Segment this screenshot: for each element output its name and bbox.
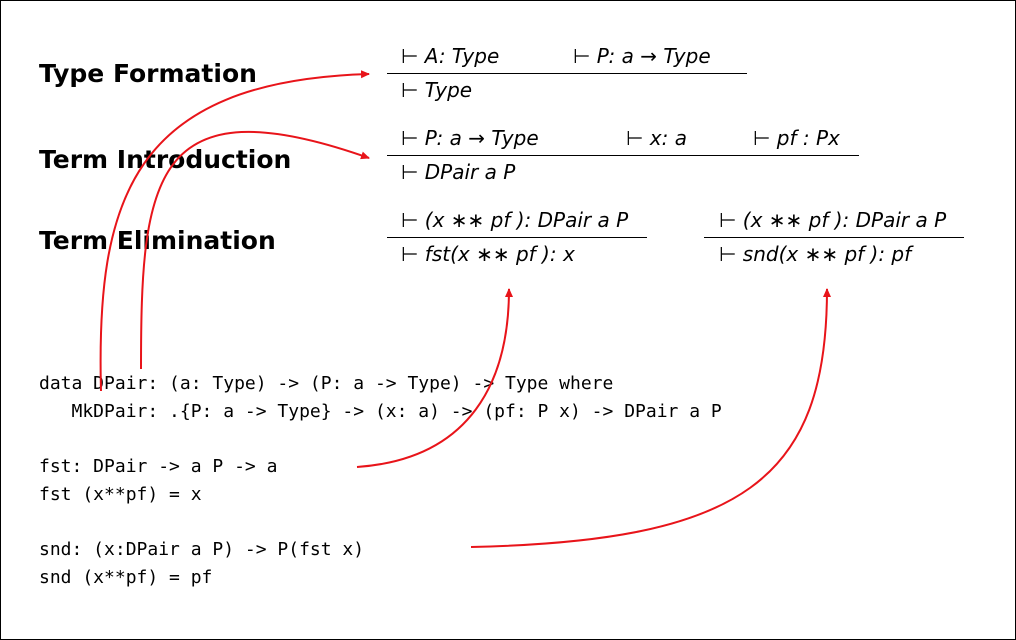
elimination-fst-inference-line bbox=[387, 237, 647, 238]
formation-premise-type: ⊢ A: Type bbox=[401, 44, 500, 68]
introduction-inference-line bbox=[387, 155, 859, 156]
code-line-constructor: MkDPair: .{P: a -> Type} -> (x: a) -> (p… bbox=[39, 401, 722, 422]
elimination-snd-conclusion: ⊢ snd(x ∗∗ pf ): pf bbox=[719, 242, 912, 266]
elimination-fst-premise: ⊢ (x ∗∗ pf ): DPair a P bbox=[401, 208, 629, 232]
heading-term-introduction: Term Introduction bbox=[39, 145, 292, 174]
code-line-fst-def: fst (x**pf) = x bbox=[39, 484, 202, 505]
code-line-data-decl: data DPair: (a: Type) -> (P: a -> Type) … bbox=[39, 373, 614, 394]
heading-term-elimination: Term Elimination bbox=[39, 226, 276, 255]
formation-premise-family: ⊢ P: a → Type bbox=[573, 44, 711, 68]
heading-type-formation: Type Formation bbox=[39, 59, 257, 88]
introduction-premise-witness: ⊢ x: a bbox=[626, 126, 687, 150]
elimination-fst-conclusion: ⊢ fst(x ∗∗ pf ): x bbox=[401, 242, 575, 266]
introduction-premise-proof: ⊢ pf : Px bbox=[753, 126, 840, 150]
code-line-snd-sig: snd: (x:DPair a P) -> P(fst x) bbox=[39, 539, 365, 560]
elimination-snd-premise: ⊢ (x ∗∗ pf ): DPair a P bbox=[719, 208, 947, 232]
introduction-conclusion: ⊢ DPair a P bbox=[401, 160, 516, 184]
formation-conclusion: ⊢ Type bbox=[401, 78, 473, 102]
elimination-snd-inference-line bbox=[704, 237, 964, 238]
code-line-snd-def: snd (x**pf) = pf bbox=[39, 567, 213, 588]
code-line-fst-sig: fst: DPair -> a P -> a bbox=[39, 456, 278, 477]
formation-inference-line bbox=[387, 73, 747, 74]
introduction-premise-family: ⊢ P: a → Type bbox=[401, 126, 539, 150]
